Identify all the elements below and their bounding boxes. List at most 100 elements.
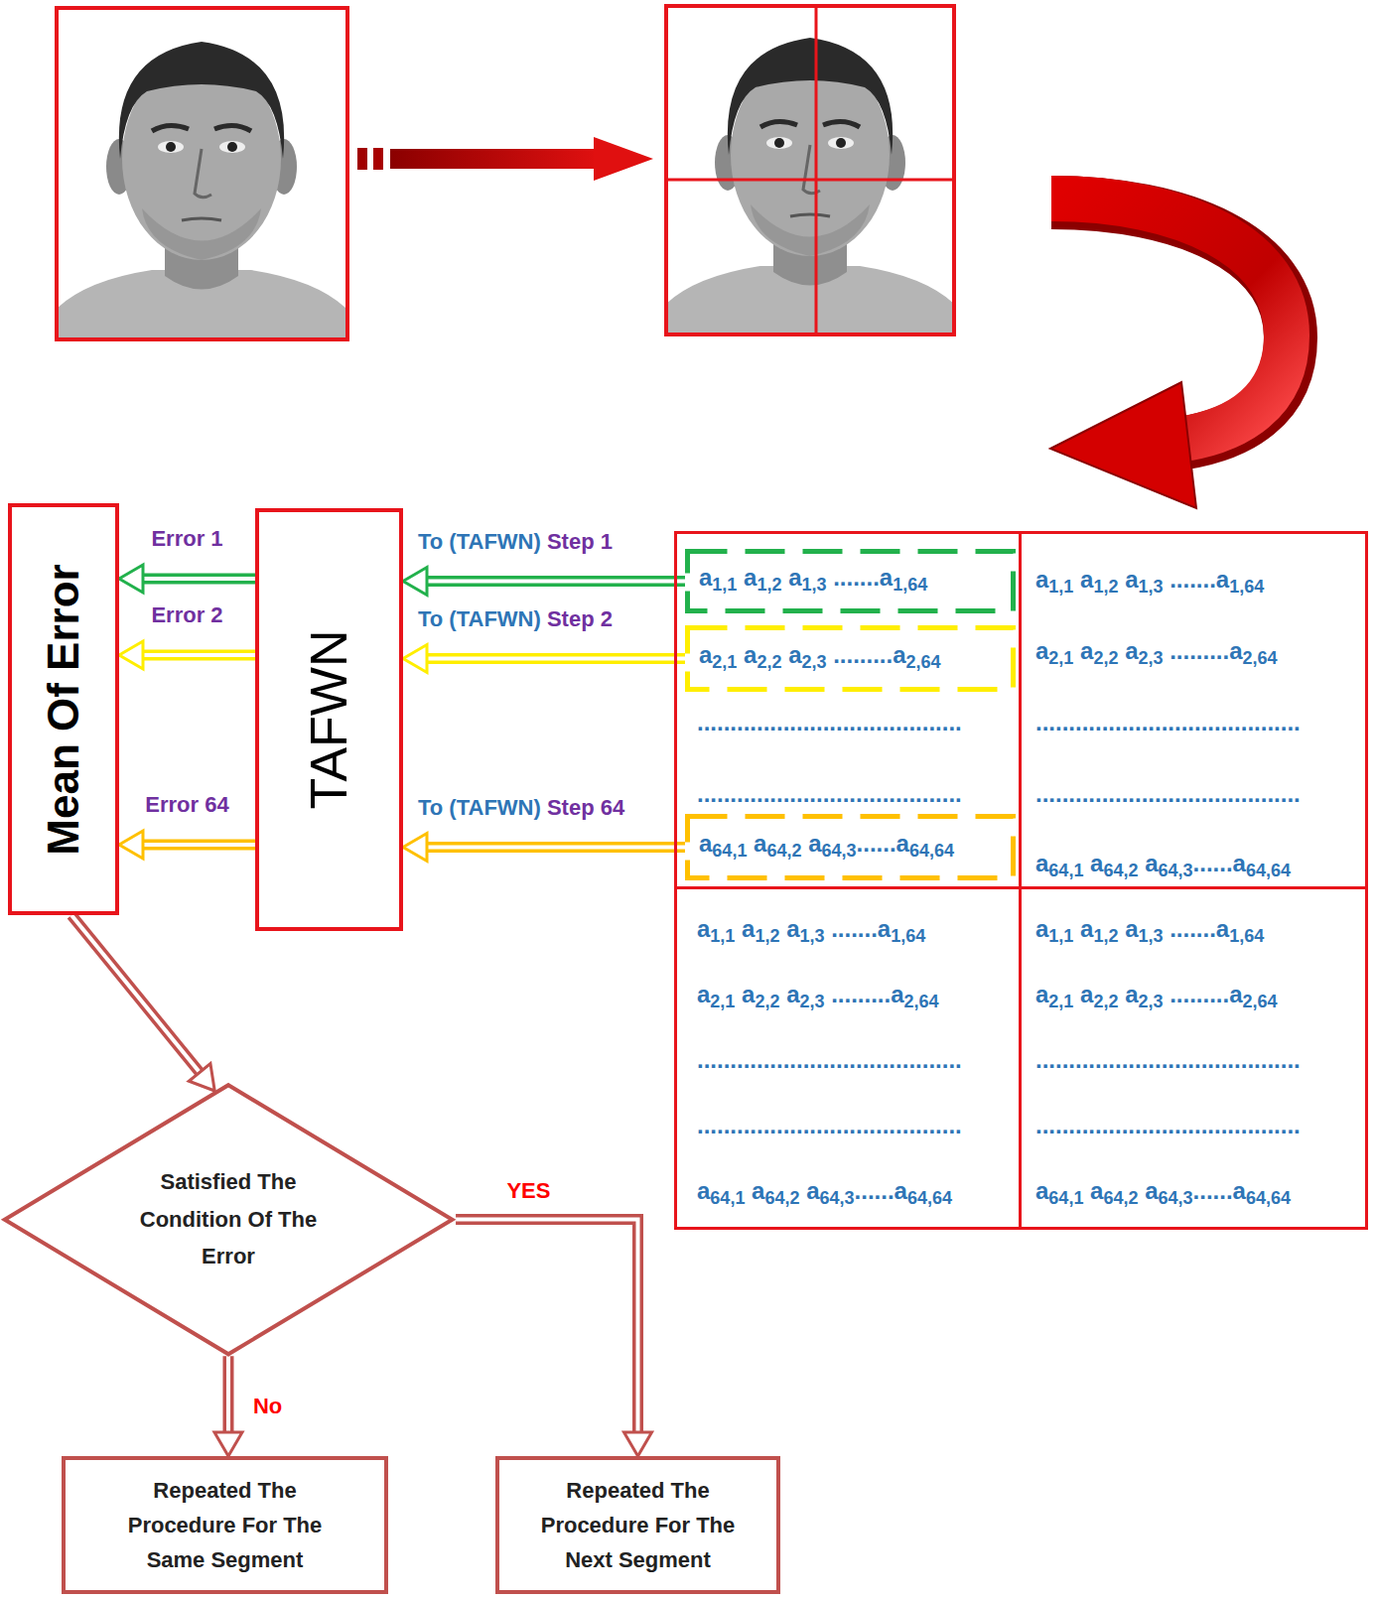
arrow-head — [119, 641, 143, 670]
segment-box: a1,1 a1,2 a1,3 .......a1,64a2,1 a2,2 a2,… — [1018, 886, 1369, 1231]
arrow-head — [403, 567, 427, 596]
row-text-part: a — [741, 980, 755, 1008]
rotated-label: Mean Of Error — [41, 563, 86, 855]
row-subscript: 64,3 — [1158, 860, 1194, 881]
row-text-part — [736, 641, 744, 669]
row-text-part: ....... — [1163, 565, 1217, 593]
row-text-part: ........................................ — [696, 1111, 963, 1139]
row-subscript: 1,1 — [709, 926, 735, 947]
row-text-part — [1137, 1177, 1145, 1205]
matrix-row: a64,1 a64,2 a64,3......a64,64 — [1035, 849, 1291, 885]
matrix-row: a1,1 a1,2 a1,3 .......a1,64 — [696, 915, 926, 951]
label-part: Error 1 — [150, 526, 223, 551]
arrow-head — [403, 645, 427, 674]
row-text-part: a — [1229, 637, 1242, 665]
row-text-part — [1073, 565, 1081, 593]
row-subscript: 1,64 — [892, 574, 928, 595]
row-text-part — [1073, 915, 1081, 943]
matrix-row: ........................................ — [696, 1046, 963, 1075]
row-subscript: 2,3 — [799, 991, 825, 1012]
flow-arrow — [119, 830, 256, 859]
row-subscript: 64,3 — [822, 840, 857, 861]
row-dashed-box: a1,1 a1,2 a1,3 .......a1,64 — [685, 549, 1016, 614]
row-text-part: ......... — [1163, 637, 1231, 665]
row-subscript: 2,64 — [904, 991, 940, 1012]
row-text-part — [779, 915, 787, 943]
arrow-dash — [357, 147, 368, 170]
row-subscript: 64,2 — [1102, 1188, 1138, 1209]
row-text-part — [1117, 637, 1125, 665]
row-subscript: 2,3 — [1137, 991, 1163, 1012]
row-text-part: a — [1080, 915, 1094, 943]
row-subscript: 1,2 — [754, 926, 780, 947]
row-subscript: 2,64 — [1242, 991, 1278, 1012]
matrix-row: ........................................ — [1035, 780, 1301, 809]
flow-arrow — [119, 641, 256, 670]
row-text-part: a — [890, 980, 904, 1008]
flow-arrow — [214, 1356, 243, 1457]
row-subscript: 64,1 — [711, 840, 747, 861]
row-text-part: a — [877, 915, 891, 943]
arrow-shaft-outline — [71, 915, 202, 1076]
row-text-part: a — [1035, 980, 1049, 1008]
row-subscript: 64,2 — [764, 1188, 800, 1209]
row-subscript: 1,64 — [1229, 576, 1264, 597]
flow-arrow — [403, 833, 686, 862]
matrix-row: a1,1 a1,2 a1,3 .......a1,64 — [1035, 915, 1264, 951]
mean-error-box: Mean Of Error — [7, 503, 120, 916]
edge-label: To (TAFWN) Step 2 — [414, 606, 616, 633]
label-part: Error 2 — [150, 602, 223, 628]
row-subscript: 64,1 — [709, 1188, 745, 1209]
row-text-part — [746, 829, 754, 857]
diamond-shape — [4, 1085, 453, 1355]
row-dashed-box: a2,1 a2,2 a2,3 .........a2,64 — [685, 625, 1016, 692]
row-subscript: 1,1 — [1048, 926, 1074, 947]
row-text-part — [1083, 1177, 1091, 1205]
row-text-part: ........................................ — [696, 708, 963, 736]
arrow-shaft-outline — [423, 575, 686, 587]
curved-arrow-head — [1050, 382, 1197, 509]
row-text-part: a — [696, 1177, 710, 1205]
photo-frame — [56, 7, 348, 340]
row-subscript: 64,1 — [1048, 1188, 1084, 1209]
row-text-part: ...... — [856, 829, 897, 857]
arrow-shaft-inner — [139, 842, 256, 847]
row-text-part: a — [1144, 1177, 1158, 1205]
arrow-dash — [373, 147, 384, 170]
edge-label: Error 2 — [147, 602, 226, 629]
row-text-part: a — [806, 1177, 820, 1205]
segment-grid-line — [666, 178, 955, 182]
segmented-photo — [666, 5, 955, 334]
edge-label: YES — [503, 1178, 553, 1205]
row-subscript: 2,1 — [1048, 648, 1074, 669]
result-text: Repeated The Procedure For The Same Segm… — [103, 1473, 347, 1579]
input-photo — [57, 9, 346, 338]
label-part: Step 2 — [547, 606, 613, 632]
row-text-part — [801, 829, 809, 857]
row-text-part: ......... — [826, 641, 894, 669]
row-subscript: 1,3 — [1137, 576, 1163, 597]
row-text-part: ........................................ — [696, 780, 963, 808]
row-text-part: a — [1080, 565, 1094, 593]
row-subscript: 1,2 — [1093, 926, 1118, 947]
row-subscript: 64,64 — [1245, 1188, 1291, 1209]
dashed-rect — [688, 628, 1014, 690]
arrow-head — [119, 830, 143, 859]
matrix-row: ........................................ — [696, 780, 963, 809]
row-subscript: 1,3 — [799, 926, 825, 947]
row-text-part: ........................................ — [1035, 708, 1301, 736]
row-text-part: ........................................ — [1035, 780, 1301, 808]
matrix-row: a1,1 a1,2 a1,3 .......a1,64 — [698, 563, 928, 599]
segment-box: a1,1 a1,2 a1,3 .......a1,64a2,1 a2,2 a2,… — [674, 531, 1022, 890]
row-subscript: 2,64 — [906, 652, 942, 673]
row-text-part: a — [788, 563, 802, 591]
row-text-part: a — [743, 641, 757, 669]
row-subscript: 1,1 — [1048, 576, 1074, 597]
arrow-shaft — [390, 148, 599, 169]
row-subscript: 64,64 — [1245, 860, 1291, 881]
row-text-part: a — [1035, 637, 1049, 665]
row-subscript: 64,2 — [1102, 860, 1138, 881]
matrix-row: a64,1 a64,2 a64,3......a64,64 — [696, 1177, 953, 1213]
row-subscript: 1,3 — [1137, 926, 1163, 947]
arrow-shaft-inner — [71, 915, 202, 1076]
